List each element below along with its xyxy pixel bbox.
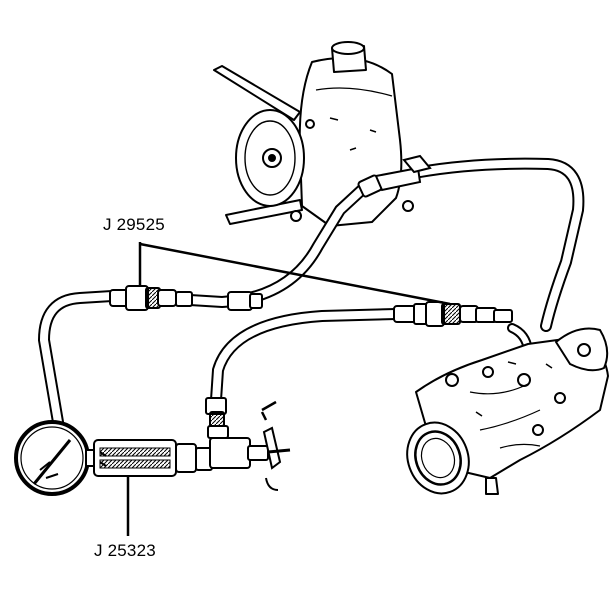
leader-j29525-right — [139, 242, 451, 306]
hydraulic-hoses — [37, 157, 585, 428]
callout-label-j29525: J 29525 — [103, 215, 165, 234]
pressure-gauge — [14, 420, 97, 496]
callout-leaders — [126, 242, 451, 536]
power-steering-pump — [213, 41, 414, 227]
hose-fitting-j29525-left — [109, 285, 193, 311]
callout-label-j25323: J 25323 — [94, 541, 156, 560]
hose-fitting-j29525-right — [393, 301, 513, 327]
hose-fitting-pump-side — [227, 291, 263, 311]
gauge-body-j25323 — [93, 439, 213, 477]
shutoff-valve — [205, 397, 291, 491]
steering-gear — [406, 327, 609, 495]
hose-fitting-pump-outlet — [357, 154, 432, 198]
